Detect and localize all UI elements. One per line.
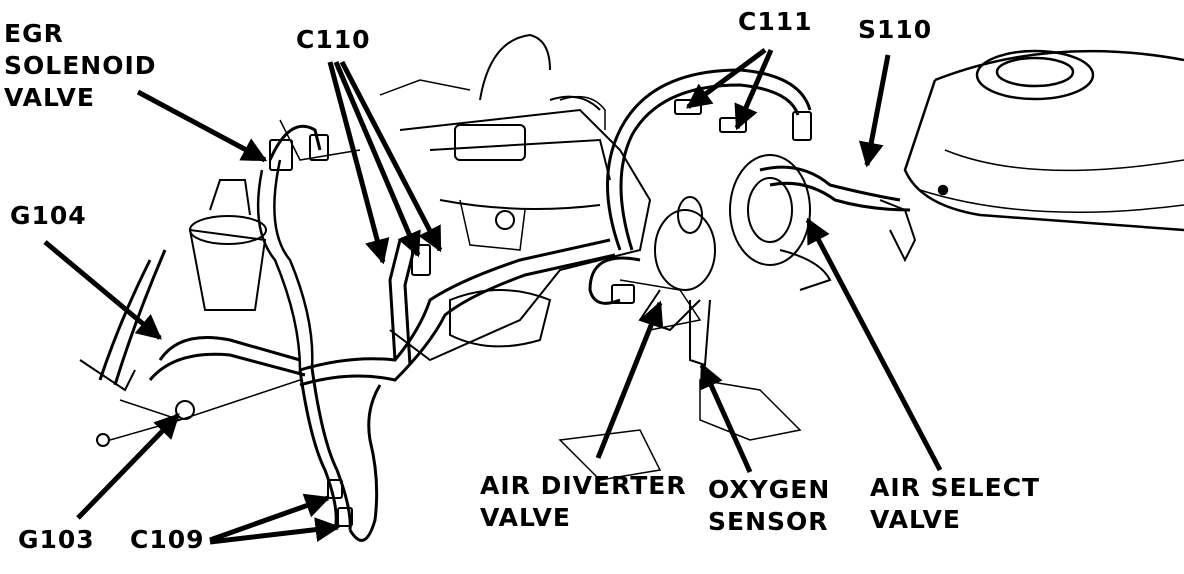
label-g104: G104 <box>10 201 87 230</box>
label-s110: S110 <box>858 15 933 44</box>
label-g103: G103 <box>18 525 95 554</box>
label-air-diverter-valve: AIR DIVERTER VALVE <box>480 470 687 534</box>
label-egr-line1: EGR <box>4 19 64 48</box>
arrow-egr <box>136 89 268 163</box>
label-oxygen-line1: OXYGEN <box>708 475 831 504</box>
leader-arrows <box>43 47 943 545</box>
label-egr-solenoid-valve: EGR SOLENOID VALVE <box>4 18 157 114</box>
label-c111: C111 <box>738 7 813 36</box>
distributor-area <box>79 179 306 447</box>
arrow-c110-b <box>333 61 421 258</box>
label-egr-line2: SOLENOID <box>4 51 157 80</box>
label-c109: C109 <box>130 525 205 554</box>
label-air-select-valve: AIR SELECT VALVE <box>870 472 1040 536</box>
arrow-c110-c <box>339 60 443 253</box>
label-air-select-line1: AIR SELECT <box>870 473 1041 502</box>
label-air-select-line2: VALVE <box>870 505 961 534</box>
arrow-g104 <box>43 240 162 340</box>
label-oxygen-line2: SENSOR <box>708 507 829 536</box>
arrow-c109-b <box>209 517 341 545</box>
valves-and-sensors <box>269 99 917 527</box>
arrow-g103 <box>76 413 180 520</box>
arrow-c110-a <box>327 61 390 265</box>
wiring-harness <box>256 33 911 542</box>
air-cleaner <box>903 49 1184 232</box>
label-oxygen-sensor: OXYGEN SENSOR <box>708 474 830 538</box>
label-egr-line3: VALVE <box>4 83 95 112</box>
arrow-air-diverter <box>595 300 664 459</box>
label-air-diverter-line2: VALVE <box>480 503 571 532</box>
arrow-oxygen <box>699 362 753 474</box>
engine-block <box>119 79 802 481</box>
arrow-c111-a <box>685 47 767 110</box>
label-air-diverter-line1: AIR DIVERTER <box>480 471 687 500</box>
label-c110: C110 <box>296 25 371 54</box>
arrow-air-select <box>805 217 943 472</box>
arrow-c111-b <box>734 49 774 131</box>
arrow-c109-a <box>209 493 331 543</box>
arrow-s110 <box>858 54 891 168</box>
